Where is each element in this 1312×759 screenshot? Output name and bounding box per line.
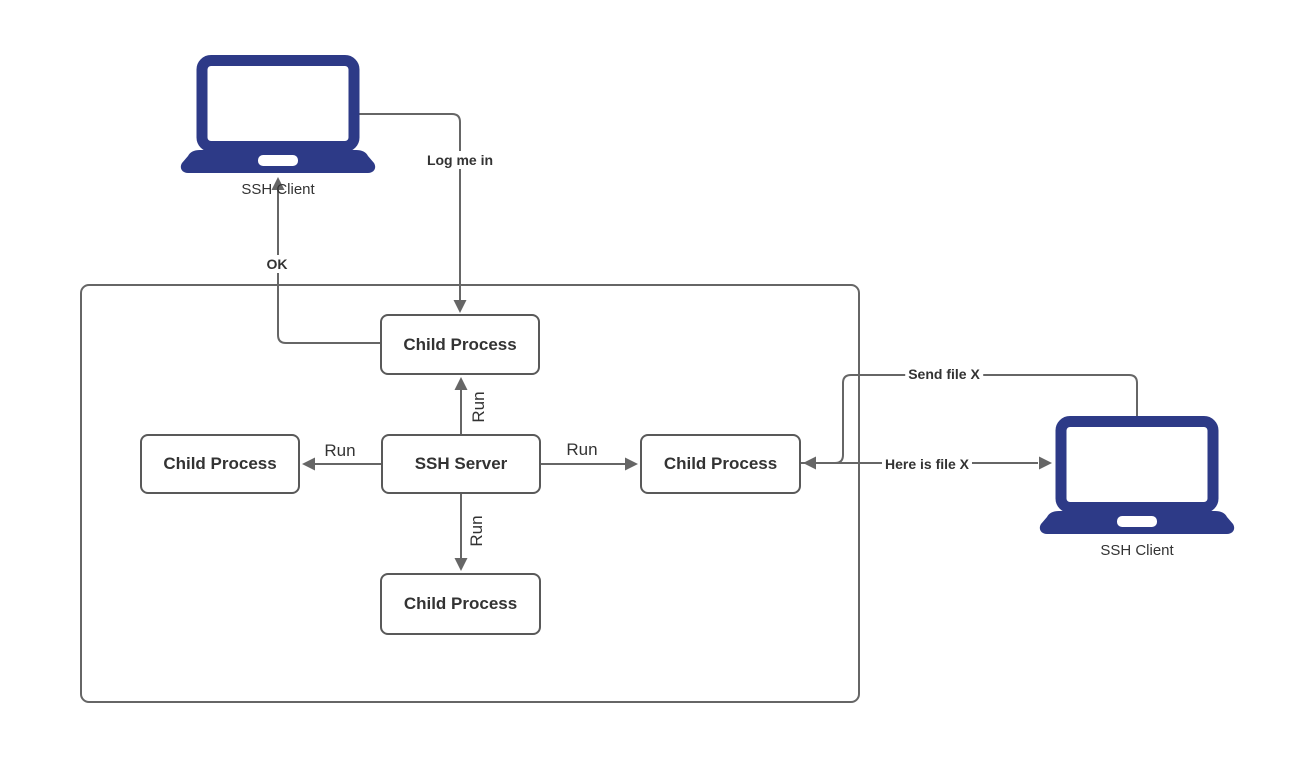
node-ssh-server: SSH Server — [381, 434, 541, 494]
arrowhead-run-right — [625, 457, 638, 471]
arrowhead-ok — [271, 177, 285, 190]
server-boundary-box — [80, 284, 860, 703]
label-ssh-client-left: SSH Client — [241, 181, 315, 198]
node-label: Child Process — [663, 454, 778, 473]
edge-label-run-left: Run — [322, 441, 358, 461]
edge-label-run-down: Run — [467, 513, 487, 549]
node-child-process-left: Child Process — [140, 434, 300, 494]
edge-label-log-me-in: Log me in — [423, 151, 497, 169]
laptop-icon-right — [1039, 416, 1235, 534]
arrowhead-here-is-file — [1039, 456, 1052, 470]
edge-log-me-in — [358, 113, 461, 301]
label-ssh-client-right: SSH Client — [1100, 542, 1174, 559]
node-label: SSH Server — [414, 454, 508, 473]
node-label: Child Process — [403, 594, 518, 613]
arrowhead-run-down — [454, 558, 468, 571]
edge-ok — [277, 189, 380, 344]
edge-label-run-up: Run — [469, 389, 489, 425]
node-label: Child Process — [403, 334, 517, 354]
arrowhead-run-left — [302, 457, 315, 471]
edge-label-ok: OK — [263, 255, 291, 273]
edge-label-here-is-file-x: Here is file X — [881, 455, 973, 473]
laptop-icon-left — [180, 55, 376, 173]
arrowhead-log-me-in — [453, 300, 467, 313]
edge-label-send-file-x: Send file X — [905, 365, 983, 383]
edge-send-file — [817, 374, 1138, 464]
node-label: Child Process — [163, 454, 277, 473]
node-child-process-bottom: Child Process — [380, 573, 541, 635]
node-child-process-top: Child Process — [380, 314, 540, 375]
node-child-process-right: Child Process — [640, 434, 801, 494]
arrowhead-run-up — [454, 377, 468, 390]
edge-label-run-right: Run — [564, 440, 600, 460]
